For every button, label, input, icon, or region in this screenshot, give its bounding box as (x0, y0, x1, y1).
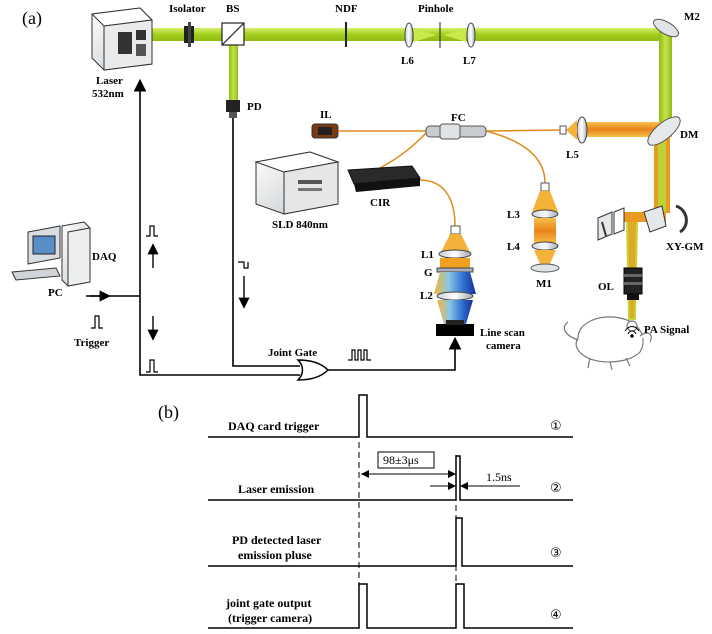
sld-source (254, 151, 340, 215)
mirror-m2 (653, 18, 679, 38)
timing-row4-label-1: joint gate output (225, 596, 311, 610)
mouse-sample (563, 316, 652, 371)
panel-a-label: (a) (22, 8, 42, 29)
lens-l1 (438, 249, 472, 259)
m2-label: M2 (684, 11, 700, 23)
ol-label: OL (598, 281, 614, 293)
dichroic-mirror (647, 116, 681, 146)
waveform-joint-gate (208, 583, 573, 629)
lens-l4 (531, 241, 559, 251)
laser-532nm (90, 7, 154, 71)
l6-label: L6 (401, 55, 414, 67)
fiber-paths (338, 129, 561, 227)
fiber-coupler (425, 123, 487, 140)
lens-l3 (531, 209, 559, 219)
xy-galvo-mirrors (597, 204, 688, 241)
orange-beam-horizontal (582, 122, 672, 137)
l5-label: L5 (566, 149, 579, 161)
l1-label: L1 (421, 249, 434, 261)
photodiode (226, 100, 240, 118)
line-scan-label-2: camera (486, 340, 521, 352)
pd-label: PD (247, 101, 262, 113)
m1-label: M1 (536, 278, 552, 290)
or-gate (296, 359, 330, 381)
waveform-laser-emission (208, 455, 573, 501)
l3-label: L3 (507, 209, 520, 221)
lens-l6 (404, 22, 414, 48)
fc-label: FC (451, 112, 466, 124)
l4-label: L4 (507, 241, 520, 253)
daq-label: DAQ (92, 251, 117, 263)
lens-l5 (576, 116, 588, 144)
joint-gate-label: Joint Gate (268, 347, 317, 359)
waveform-pd-detected (208, 517, 573, 567)
l7-label: L7 (463, 55, 476, 67)
timing-row2-number: ② (550, 481, 562, 496)
timing-row3-number: ③ (550, 546, 562, 561)
pc-label: PC (48, 287, 63, 299)
timing-row4-number: ④ (550, 608, 562, 623)
xy-gm-label: XY-GM (666, 241, 704, 253)
timing-row1-label: DAQ card trigger (228, 419, 320, 433)
pc-computer (11, 221, 91, 287)
green-beam-vertical (659, 28, 672, 133)
delay-label: 98±3μs (383, 453, 419, 467)
lens-l2 (436, 291, 474, 301)
ndf-label: NDF (335, 3, 358, 15)
bs-label: BS (226, 3, 239, 15)
laser-label-1: Laser (96, 75, 123, 87)
pinhole-label: Pinhole (418, 3, 454, 15)
timing-row2-label: Laser emission (238, 482, 314, 496)
line-scan-camera (436, 324, 474, 336)
isolator (184, 22, 194, 47)
timing-row3-label-2: emission pluse (238, 548, 312, 562)
trigger-label: Trigger (74, 337, 109, 349)
g-label: G (424, 267, 433, 279)
timing-row1-number: ① (550, 419, 562, 434)
il-label: IL (320, 109, 332, 121)
cir-label: CIR (370, 197, 391, 209)
objective-lens (623, 267, 643, 300)
width-label: 1.5ns (486, 470, 512, 484)
illumination-laser (311, 123, 339, 139)
timing-row3-label-1: PD detected laser (232, 533, 322, 547)
green-beam-to-pd (229, 40, 238, 102)
mirror-m1 (530, 263, 560, 273)
green-core-vertical (658, 133, 666, 213)
signal-wiring (86, 78, 462, 376)
waveform-daq-trigger (208, 394, 573, 438)
lens-l7 (466, 22, 476, 48)
line-scan-label-1: Line scan (480, 327, 525, 339)
dm-label: DM (680, 129, 699, 141)
panel-b-label: (b) (158, 402, 179, 423)
sld-label: SLD 840nm (272, 219, 328, 231)
beam-splitter (221, 22, 245, 46)
signal-arrows (90, 243, 250, 341)
grating (436, 267, 474, 273)
laser-label-2: 532nm (92, 88, 124, 100)
timing-diagram: DAQ card trigger ① Laser emission ② 98±3… (208, 394, 573, 629)
circulator (347, 165, 421, 192)
timing-row4-label-2: (trigger camera) (228, 611, 312, 625)
pa-signal-icon (624, 326, 640, 338)
isolator-label: Isolator (169, 3, 206, 15)
l2-label: L2 (420, 290, 433, 302)
pulse-icons (91, 225, 371, 373)
pa-signal-label: PA Signal (644, 324, 689, 336)
